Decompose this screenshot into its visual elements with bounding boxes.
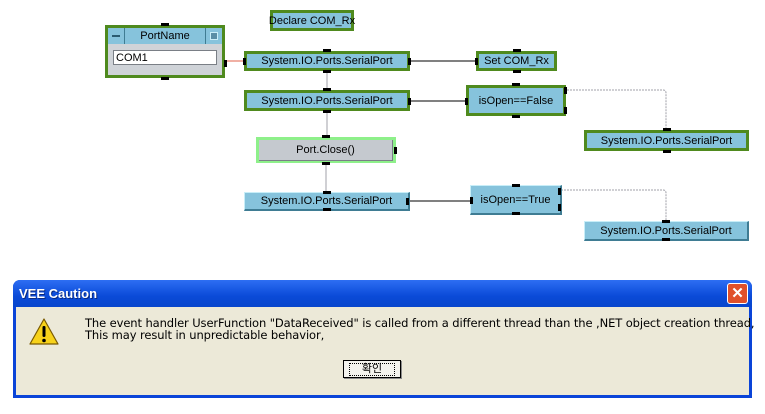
message-line-2: This may result in unpredictable behavio…	[85, 328, 325, 342]
pin-bottom	[322, 162, 330, 165]
pin-top	[512, 49, 521, 52]
serialport-node-4[interactable]: System.IO.Ports.SerialPort	[244, 191, 410, 211]
portname-panel[interactable]: PortName	[105, 23, 227, 80]
pin-bottom	[512, 115, 520, 118]
serialport-node-2[interactable]: System.IO.Ports.SerialPort	[244, 88, 411, 113]
warning-icon	[29, 318, 59, 345]
portname-input[interactable]	[113, 50, 217, 65]
node-label: isOpen==False	[478, 94, 554, 107]
pin-input	[243, 58, 246, 65]
pin-input	[465, 97, 468, 105]
node-label: System.IO.Ports.SerialPort	[261, 55, 393, 67]
ok-button-label: 확인	[348, 362, 396, 376]
serialport-node-1[interactable]: System.IO.Ports.SerialPort	[243, 49, 411, 73]
pin-top	[322, 135, 330, 138]
dialog-message: The event handler UserFunction "DataRece…	[85, 316, 755, 342]
dialog-title: VEE Caution	[19, 286, 98, 301]
pin-bottom	[323, 70, 331, 73]
pin-output-else	[558, 204, 561, 211]
panel-title: PortName	[140, 30, 190, 42]
pin-bottom	[662, 150, 671, 153]
node-label: Set COM_Rx	[484, 55, 549, 67]
pin-top	[512, 83, 520, 86]
pin-top	[323, 49, 331, 52]
minimize-icon[interactable]	[108, 28, 125, 44]
pin-bottom	[662, 238, 670, 241]
pin-output	[408, 97, 411, 105]
dialog-titlebar[interactable]: VEE Caution ✕	[13, 280, 752, 307]
pin-top	[662, 220, 670, 223]
pin-top	[662, 128, 671, 131]
node-label: Port.Close()	[296, 143, 355, 156]
pin-input	[475, 58, 478, 65]
pin-output	[406, 198, 409, 205]
dialog-body: The event handler UserFunction "DataRece…	[16, 307, 755, 395]
pin-top	[161, 23, 169, 26]
vee-workspace: PortName Declare COM_Rx System.IO.Ports.…	[105, 10, 749, 241]
wire-isopen-true-to-serialport5	[561, 189, 667, 221]
node-label: isOpen==True	[480, 193, 551, 206]
pin-output	[408, 58, 411, 65]
vee-caution-dialog: VEE Caution ✕ The event handler UserFunc…	[13, 280, 755, 398]
port-close-node[interactable]: Port.Close()	[256, 135, 397, 165]
node-label: System.IO.Ports.SerialPort	[600, 134, 733, 147]
pin-bottom	[161, 77, 169, 80]
pin-output-then	[558, 188, 561, 195]
message-line-1: The event handler UserFunction "DataRece…	[85, 316, 755, 330]
pin-top	[511, 184, 520, 187]
wire-isopen-false-to-serialport3	[567, 89, 667, 130]
node-label: Declare COM_Rx	[268, 14, 356, 27]
serialport-node-5[interactable]: System.IO.Ports.SerialPort	[584, 220, 749, 241]
declare-com-rx-node[interactable]: Declare COM_Rx	[268, 10, 356, 31]
node-label: System.IO.Ports.SerialPort	[260, 195, 393, 207]
node-label: System.IO.Ports.SerialPort	[261, 94, 393, 107]
set-com-rx-node[interactable]: Set COM_Rx	[475, 49, 557, 73]
pin-top	[322, 191, 331, 194]
pin-output-else	[564, 107, 567, 114]
pin-bottom	[323, 110, 331, 113]
ok-button[interactable]: 확인	[343, 360, 401, 378]
isopen-false-node[interactable]: isOpen==False	[465, 83, 567, 118]
pin-bottom	[512, 70, 521, 73]
pin-output-then	[564, 87, 567, 94]
pin-bottom	[511, 212, 520, 215]
panel-menu-icon[interactable]	[205, 28, 222, 44]
serialport-node-3[interactable]: System.IO.Ports.SerialPort	[584, 128, 749, 153]
wires	[225, 60, 667, 221]
pin-top	[323, 88, 331, 91]
pin-output	[394, 147, 397, 154]
node-label: System.IO.Ports.SerialPort	[600, 224, 732, 237]
pin-input	[470, 196, 473, 204]
isopen-true-node[interactable]: isOpen==True	[470, 184, 562, 215]
pin-output	[224, 60, 227, 67]
pin-bottom	[322, 208, 331, 211]
close-icon[interactable]: ✕	[727, 283, 748, 304]
